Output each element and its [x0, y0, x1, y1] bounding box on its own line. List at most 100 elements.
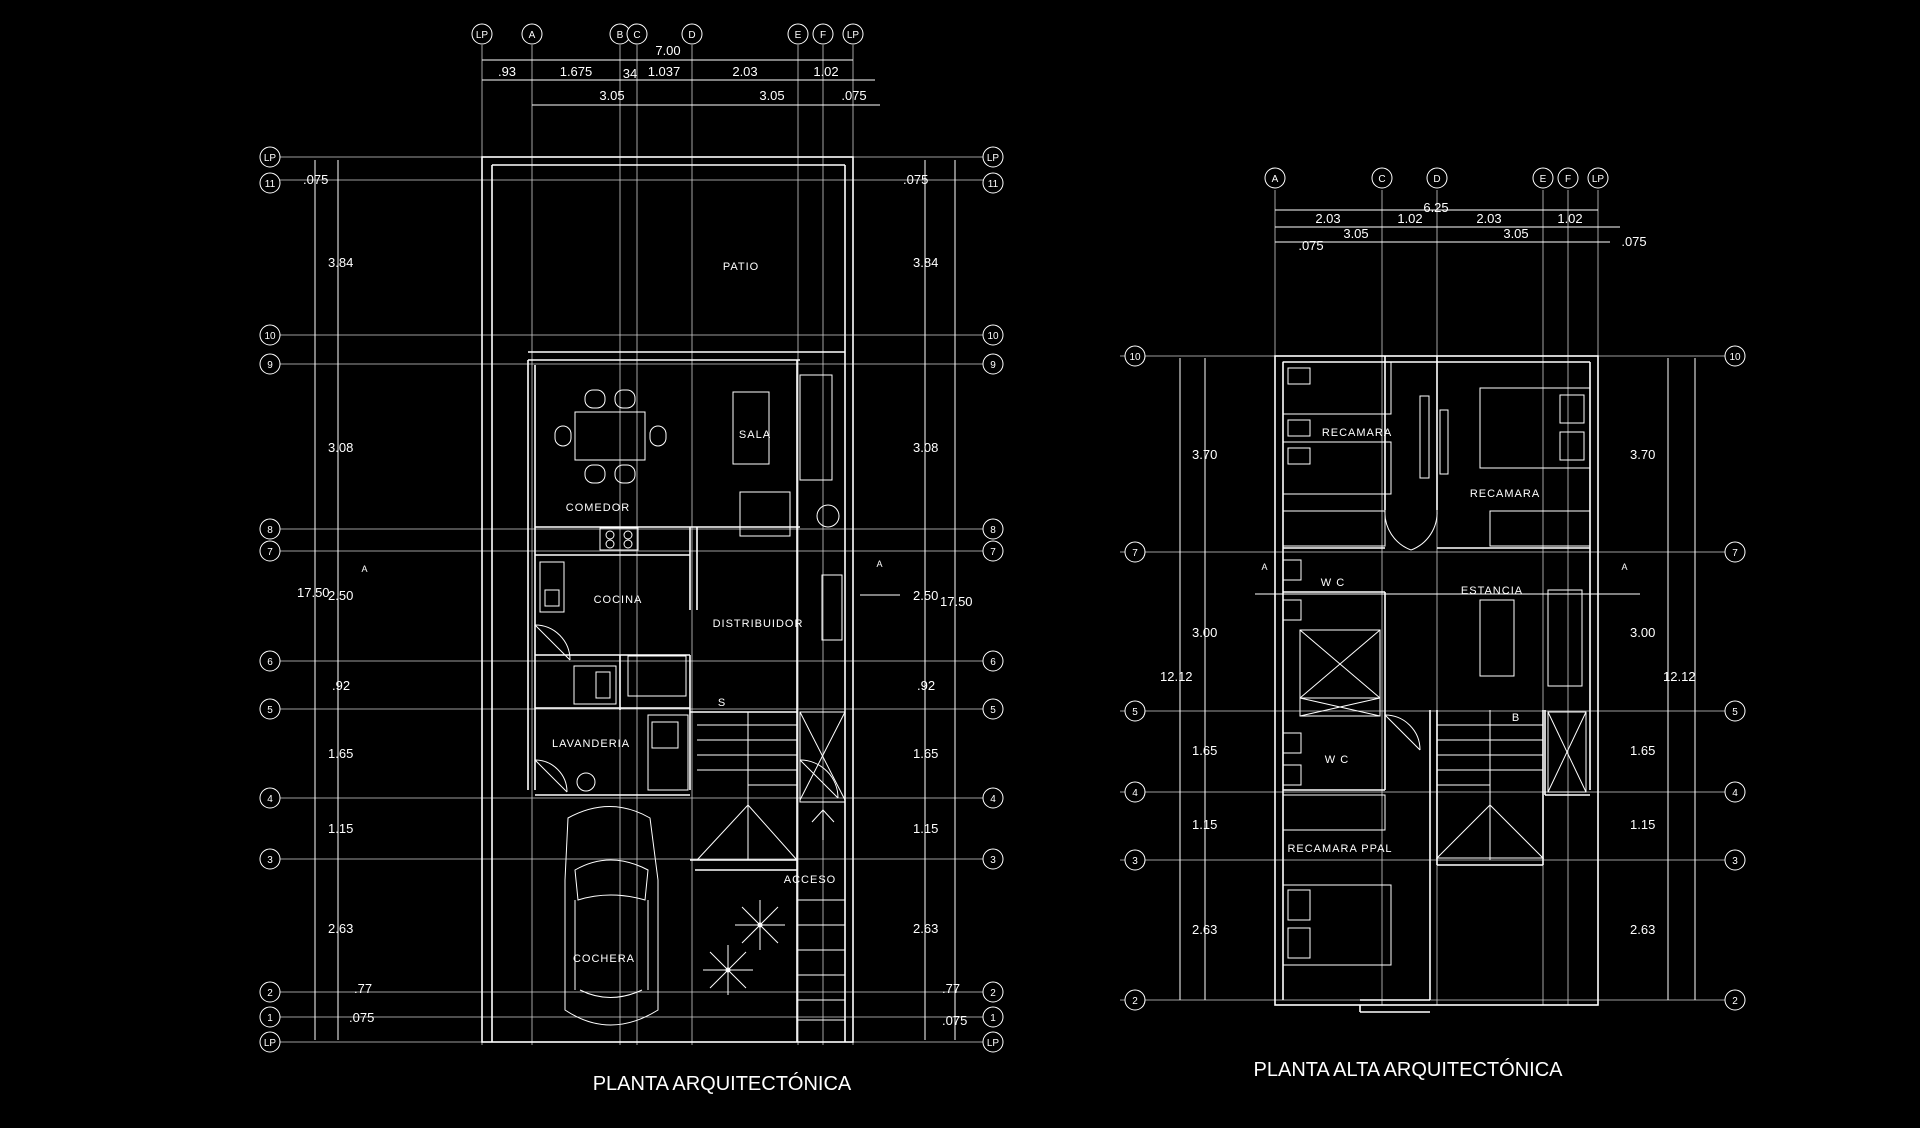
svg-text:9: 9 — [267, 360, 273, 371]
dim-text: .92 — [332, 678, 350, 693]
ground-walls — [481, 156, 854, 1043]
axis-bubble: 2 — [1724, 989, 1746, 1011]
upper-top-dimensions: 6.25 2.03 1.02 2.03 1.02 3.05 3.05 .075 … — [1298, 200, 1646, 253]
stair-label: S — [718, 697, 726, 709]
svg-text:10: 10 — [1729, 352, 1741, 363]
dim-text: .93 — [498, 64, 516, 79]
dim-text: 1.037 — [648, 64, 681, 79]
dim-text: 3.05 — [1343, 226, 1368, 241]
axis-bubble: LP — [259, 1031, 281, 1053]
svg-text:2: 2 — [1132, 996, 1138, 1007]
room-label: PATIO — [723, 261, 759, 273]
axis-bubble: 5 — [982, 698, 1004, 720]
svg-text:6: 6 — [990, 657, 996, 668]
svg-text:6: 6 — [267, 657, 273, 668]
ground-dimension-lines — [314, 59, 956, 1040]
svg-text:10: 10 — [264, 331, 276, 342]
svg-text:LP: LP — [264, 1038, 277, 1049]
dim-text: 1.65 — [1192, 743, 1217, 758]
dim-text: 3.00 — [1630, 625, 1655, 640]
ground-top-axis-bubbles: LP A B C D E F LP — [471, 23, 864, 45]
dim-text: 3.05 — [759, 88, 784, 103]
axis-bubble: 5 — [259, 698, 281, 720]
dim-text: .92 — [917, 678, 935, 693]
axis-bubble: 11 — [259, 172, 281, 194]
axis-bubble: D — [681, 23, 703, 45]
axis-bubble: 3 — [1124, 849, 1146, 871]
dim-text: 2.03 — [732, 64, 757, 79]
svg-text:C: C — [1378, 174, 1385, 185]
axis-bubble: 2 — [982, 981, 1004, 1003]
dim-total-length: 12.12 — [1160, 669, 1193, 684]
section-mark: A — [876, 559, 883, 569]
dim-total-length: 17.50 — [940, 594, 973, 609]
svg-text:2: 2 — [990, 988, 996, 999]
upper-right-dimensions: 3.70 3.00 1.65 1.15 2.63 12.12 — [1630, 447, 1696, 937]
svg-text:11: 11 — [265, 179, 276, 190]
dim-text: 1.15 — [913, 821, 938, 836]
room-label: W C — [1325, 754, 1349, 766]
svg-text:7: 7 — [990, 547, 996, 558]
axis-bubble: 2 — [1124, 989, 1146, 1011]
svg-text:3: 3 — [990, 855, 996, 866]
dim-text: .075 — [1298, 238, 1323, 253]
dim-text: 3.00 — [1192, 625, 1217, 640]
room-label: RECAMARA PPAL — [1287, 843, 1392, 855]
svg-text:1: 1 — [267, 1013, 273, 1024]
ground-vertical-gridlines — [481, 45, 854, 1045]
dim-text: .075 — [942, 1013, 967, 1028]
axis-bubble: LP — [842, 23, 864, 45]
svg-text:11: 11 — [988, 179, 999, 190]
dim-text: 3.08 — [913, 440, 938, 455]
svg-text:3: 3 — [267, 855, 273, 866]
svg-text:D: D — [1433, 174, 1440, 185]
svg-text:3: 3 — [1732, 856, 1738, 867]
axis-bubble: 6 — [259, 650, 281, 672]
upper-left-dimensions: 3.70 3.00 1.65 1.15 2.63 12.12 — [1160, 447, 1217, 937]
room-label: SALA — [739, 429, 771, 441]
axis-bubble: LP — [471, 23, 493, 45]
svg-text:2: 2 — [1732, 996, 1738, 1007]
ground-room-labels: PATIO SALA COMEDOR COCINA DISTRIBUIDOR L… — [361, 261, 883, 965]
svg-text:F: F — [1565, 174, 1571, 185]
dim-text: 3.70 — [1192, 447, 1217, 462]
room-label: COCINA — [594, 594, 643, 606]
room-label: DISTRIBUIDOR — [713, 618, 804, 630]
dim-text: 3.70 — [1630, 447, 1655, 462]
axis-bubble: 5 — [1724, 700, 1746, 722]
svg-text:10: 10 — [1129, 352, 1141, 363]
axis-bubble: 4 — [259, 787, 281, 809]
dim-total-width: 7.00 — [655, 43, 680, 58]
axis-bubble: 3 — [982, 848, 1004, 870]
svg-text:7: 7 — [267, 547, 273, 558]
axis-bubble: 4 — [1724, 781, 1746, 803]
dim-text: 2.03 — [1476, 211, 1501, 226]
ground-horizontal-gridlines — [280, 156, 990, 1043]
upper-floor-plan: A C D E F LP 10 7 5 4 3 2 10 7 5 4 3 2 6… — [1120, 167, 1746, 1081]
axis-bubble: 6 — [982, 650, 1004, 672]
dim-text: 3.05 — [1503, 226, 1528, 241]
dim-text: 1.15 — [328, 821, 353, 836]
axis-bubble: 1 — [982, 1006, 1004, 1028]
dim-text: .075 — [1621, 234, 1646, 249]
room-label: LAVANDERIA — [552, 738, 630, 750]
svg-text:4: 4 — [990, 794, 996, 805]
svg-text:8: 8 — [990, 525, 996, 536]
axis-bubble: 4 — [1124, 781, 1146, 803]
dim-text: 2.50 — [913, 588, 938, 603]
axis-bubble: 5 — [1124, 700, 1146, 722]
axis-bubble: 9 — [259, 353, 281, 375]
svg-text:LP: LP — [264, 153, 277, 164]
dim-text: 1.65 — [328, 746, 353, 761]
dim-text: 1.15 — [1192, 817, 1217, 832]
axis-bubble: LP — [982, 1031, 1004, 1053]
axis-bubble: A — [521, 23, 543, 45]
svg-text:B: B — [617, 30, 624, 41]
svg-text:10: 10 — [987, 331, 999, 342]
svg-text:4: 4 — [267, 794, 273, 805]
axis-bubble: 10 — [982, 324, 1004, 346]
dim-text: 2.03 — [1315, 211, 1340, 226]
dim-text: 1.65 — [913, 746, 938, 761]
axis-bubble: 11 — [982, 172, 1004, 194]
